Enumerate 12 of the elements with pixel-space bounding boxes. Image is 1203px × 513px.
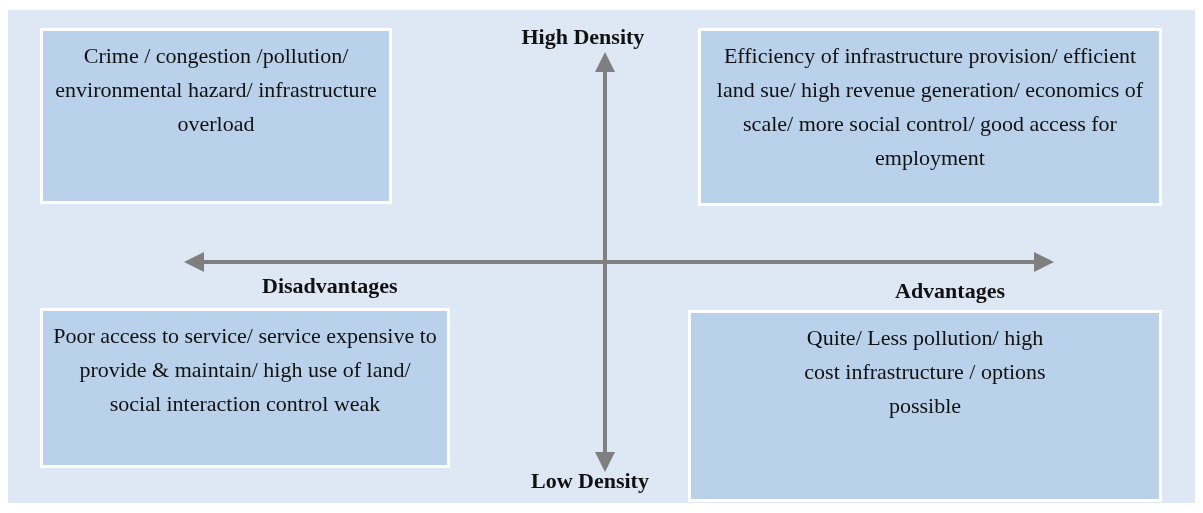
axis-label: Advantages	[895, 278, 1005, 304]
quadrant-text: Efficiency of infrastructure provision/ efficient land sue/ high revenue generation/ economics of scale/ more social control/ good access for employment	[715, 42, 1145, 172]
quadrant-text: Poor access to service/ service expensive to provide & maintain/ high use of land/ social interaction control weak	[53, 322, 437, 418]
quadrant-box	[698, 28, 1162, 206]
axis-label: Low Density	[531, 468, 649, 494]
quadrant-box	[688, 310, 1162, 502]
axis-label: Disadvantages	[262, 273, 398, 299]
quadrant-text: Quite/ Less pollution/ high cost infrastructure / options possible	[803, 324, 1047, 420]
axis-label: High Density	[521, 24, 645, 50]
quadrant-box	[40, 28, 392, 204]
quadrant-text: Crime / congestion /pollution/ environmental hazard/ infrastructure overload	[54, 42, 378, 138]
quadrant-box	[40, 308, 450, 468]
